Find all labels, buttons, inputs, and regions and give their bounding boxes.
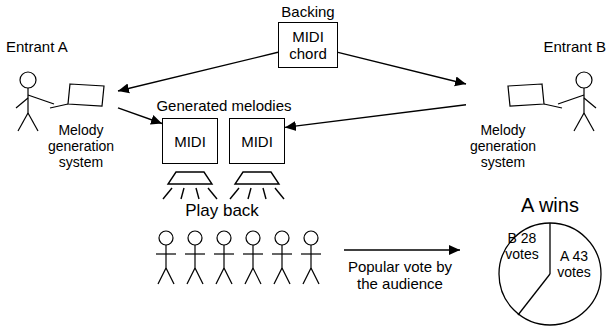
entrant-name: Entrant B — [543, 38, 606, 55]
vote-count: B 28 votes — [505, 230, 538, 262]
drawing-part — [214, 231, 234, 284]
drawing-part — [156, 231, 321, 284]
drawing-part — [20, 72, 36, 88]
entrant-name: Entrant A — [6, 38, 68, 55]
system-caption: Melody generation system — [44, 122, 118, 170]
drawing-part — [235, 172, 279, 184]
flow-arrow — [285, 105, 466, 128]
drawing-part — [275, 188, 284, 199]
drawing-part — [272, 231, 292, 284]
drawing-part — [185, 231, 205, 284]
flow-arrow — [118, 52, 278, 91]
midi-box: MIDI — [162, 118, 218, 164]
midi-box: BackingMIDI chord — [278, 22, 338, 68]
drawing-part — [576, 72, 592, 88]
box-heading: Backing — [281, 3, 334, 20]
entrant-figure: Entrant A Melody generation system — [6, 38, 118, 172]
drawing-part — [584, 98, 596, 108]
drawing-part — [574, 113, 584, 131]
drawing-part — [558, 95, 584, 104]
box-label: MIDI chord — [289, 28, 327, 62]
drawing-part — [163, 172, 284, 199]
drawing-part — [68, 84, 104, 106]
caption-label: Popular vote by the audience — [343, 258, 457, 292]
drawing-part — [499, 223, 601, 325]
drawing-part — [344, 249, 460, 250]
drawing-part — [549, 223, 550, 274]
drawing-part — [263, 188, 266, 199]
drawing-part — [196, 188, 199, 199]
drawing-part — [518, 274, 550, 315]
drawing-part — [156, 231, 176, 284]
midi-box: MIDI — [229, 118, 285, 164]
box-label: MIDI — [241, 133, 273, 150]
drawing-part — [583, 88, 584, 113]
drawing-part — [50, 104, 68, 108]
drawing-part — [243, 231, 263, 284]
drawing-part — [181, 188, 184, 199]
drawing-part — [28, 95, 54, 104]
system-caption: Melody generation system — [466, 122, 540, 170]
drawing-part — [230, 188, 239, 199]
pie-title: A wins — [521, 194, 579, 216]
vote-count: A 43 votes — [557, 248, 590, 280]
drawing-part — [163, 188, 172, 199]
flow-arrow — [338, 52, 466, 84]
drawing-part — [27, 88, 28, 113]
drawing-part — [508, 84, 544, 106]
drawing-part — [584, 113, 594, 131]
vote-pie: A winsB 28 votesA 43 votes — [498, 222, 602, 326]
drawing-part — [301, 231, 321, 284]
drawing-part — [16, 98, 28, 108]
drawing-part — [18, 113, 28, 131]
drawing-part — [544, 104, 562, 108]
caption-label: Generated melodies — [144, 97, 304, 114]
drawing-part — [168, 172, 212, 184]
drawing-part — [248, 188, 251, 199]
drawing-part — [208, 188, 217, 199]
box-label: MIDI — [174, 133, 206, 150]
flow-arrow — [118, 108, 162, 124]
caption-label: Play back — [162, 201, 282, 220]
drawing-part — [499, 223, 601, 325]
drawing-part — [28, 113, 38, 131]
entrant-figure: Entrant B Melody generation system — [466, 38, 606, 172]
